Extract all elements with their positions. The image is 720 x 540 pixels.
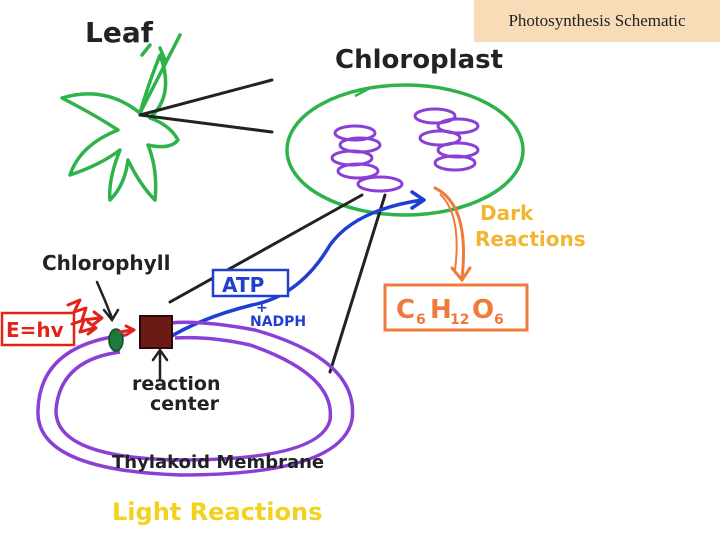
glucose-c-sub: 6 — [416, 312, 426, 328]
chloroplast-outline — [285, 83, 525, 217]
atp-label: ATP — [222, 273, 264, 297]
reaction-center-label-line1: reaction — [132, 373, 221, 395]
leaf-drawing — [60, 33, 182, 202]
dark-reactions-label-line1: Dark — [480, 201, 534, 225]
energy-squiggle-arrows — [66, 298, 136, 337]
glucose-h-sub: 12 — [450, 312, 469, 328]
chloroplast-label: Chloroplast — [335, 45, 503, 75]
leaf-label: Leaf — [85, 16, 154, 49]
dark-reactions-arrow-inner — [439, 193, 458, 271]
glucose-o: O — [472, 295, 494, 325]
energy-label: E=hv — [6, 318, 64, 342]
glucose-o-sub: 6 — [494, 312, 504, 328]
glucose-box — [383, 283, 529, 332]
atp-box — [211, 268, 290, 298]
chlorophyll-label: Chlorophyll — [42, 251, 170, 275]
chlorophyll-molecule — [108, 328, 124, 352]
glucose-formula: C 6 H 12 O 6 — [396, 295, 504, 328]
reaction-center — [139, 315, 173, 349]
right-blank-panel — [562, 0, 720, 540]
light-reactions-label: Light Reactions — [112, 498, 322, 526]
nadph-label: NADPH — [250, 314, 306, 330]
thylakoid-membrane-label: Thylakoid Membrane — [112, 452, 324, 473]
glucose-c: C — [396, 295, 415, 325]
energy-box — [0, 311, 76, 347]
reaction-center-arrow — [151, 347, 169, 382]
chlorophyll-pointer — [95, 280, 120, 323]
reaction-center-label-line2: center — [150, 393, 220, 415]
atp-plus: + — [256, 300, 268, 316]
slide-title: Photosynthesis Schematic — [474, 0, 720, 42]
thylakoid-membrane — [36, 320, 355, 477]
dark-reactions-label-line2: Reactions — [475, 227, 586, 251]
dark-reactions-arrow — [433, 186, 472, 283]
zoom-lines — [168, 193, 387, 374]
grana-stack-left — [330, 124, 404, 193]
grana-stack-right — [413, 107, 480, 172]
glucose-h: H — [430, 295, 452, 325]
atp-arrow — [163, 190, 426, 342]
leaf-to-chloroplast-lines — [138, 78, 274, 134]
